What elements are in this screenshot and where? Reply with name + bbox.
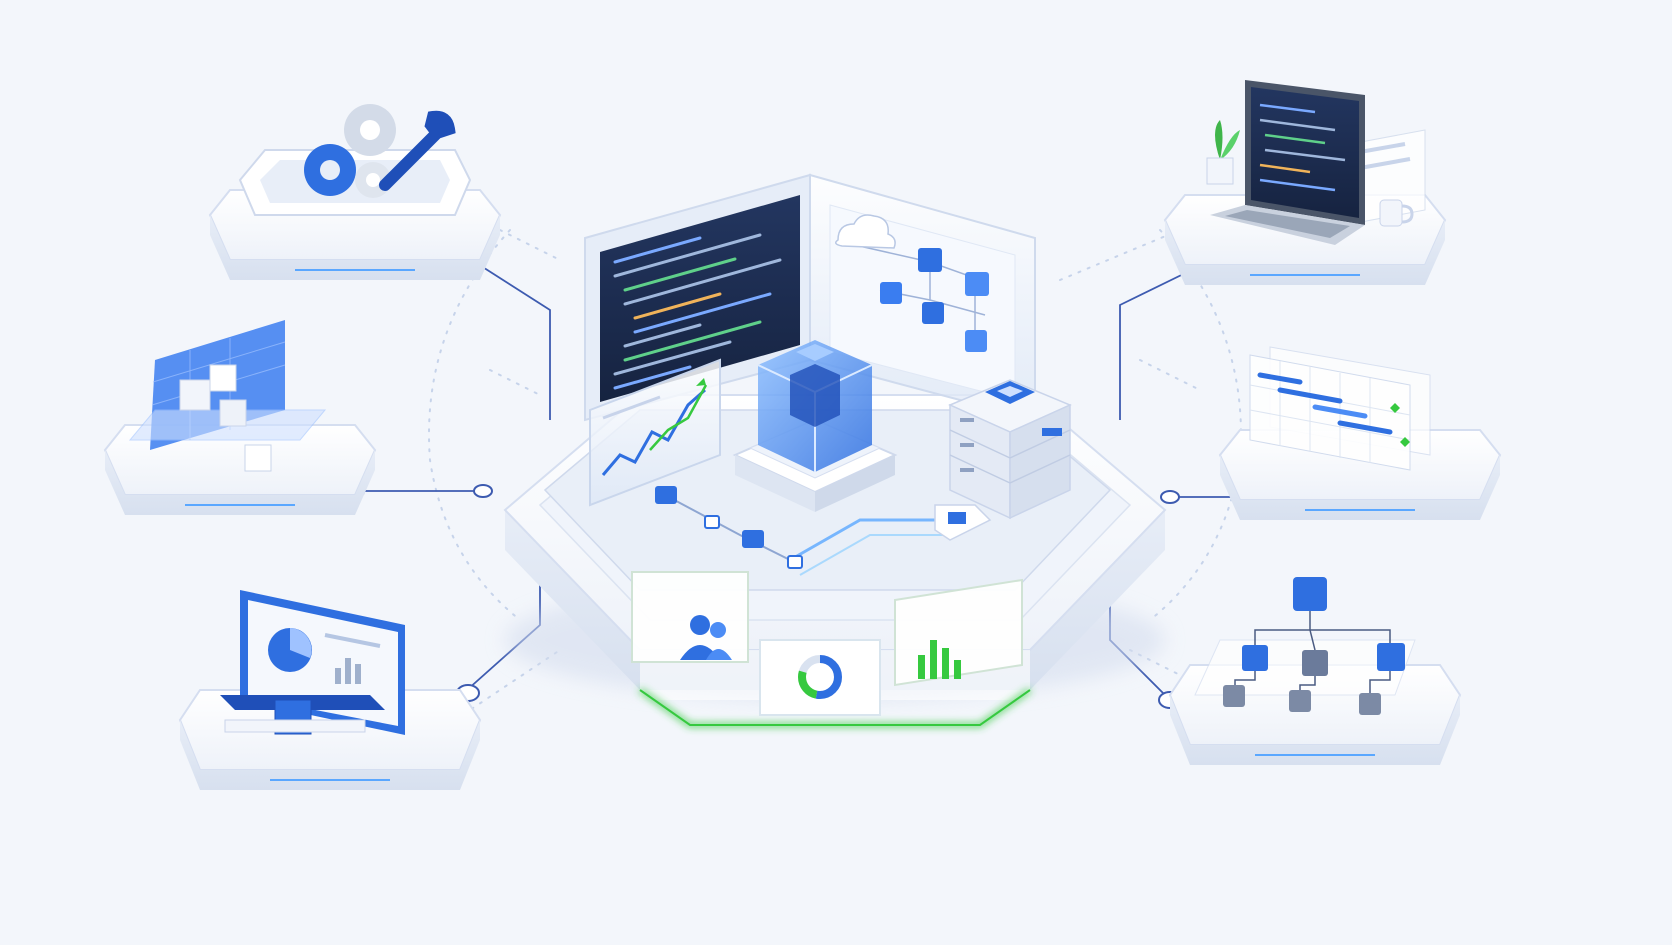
satellite-gantt [1218, 346, 1502, 520]
pipeline-nodes [655, 486, 992, 576]
dashboard-monitor-icon [220, 590, 405, 735]
satellite-hierarchy [1168, 577, 1462, 765]
code-editor-screen [584, 173, 811, 422]
users-badge [631, 571, 749, 663]
cloud-icon [835, 214, 896, 249]
gantt-chart-icon [1249, 346, 1431, 471]
bar-chart-badge [894, 578, 1023, 687]
gears-and-wrench-icon [304, 104, 456, 198]
workflow-diagram-panel [809, 173, 1036, 422]
bar-chart-icon [918, 640, 961, 679]
data-cube [732, 340, 898, 512]
laptop-code-icon [1206, 80, 1426, 245]
3d-grid-blocks-icon [128, 320, 327, 472]
donut-chart-icon [798, 655, 842, 699]
donut-badge [759, 639, 881, 716]
line-chart-card [589, 358, 721, 507]
satellite-tools [208, 104, 502, 280]
central-hub [503, 173, 1167, 727]
satellite-grid-blocks [103, 320, 377, 515]
users-icon [680, 615, 732, 660]
hierarchy-tree-icon [1194, 577, 1416, 715]
satellite-dashboard [178, 590, 482, 790]
satellite-laptop [1163, 80, 1447, 285]
server-stack [948, 379, 1072, 520]
workflow-node-cubes [880, 248, 989, 352]
